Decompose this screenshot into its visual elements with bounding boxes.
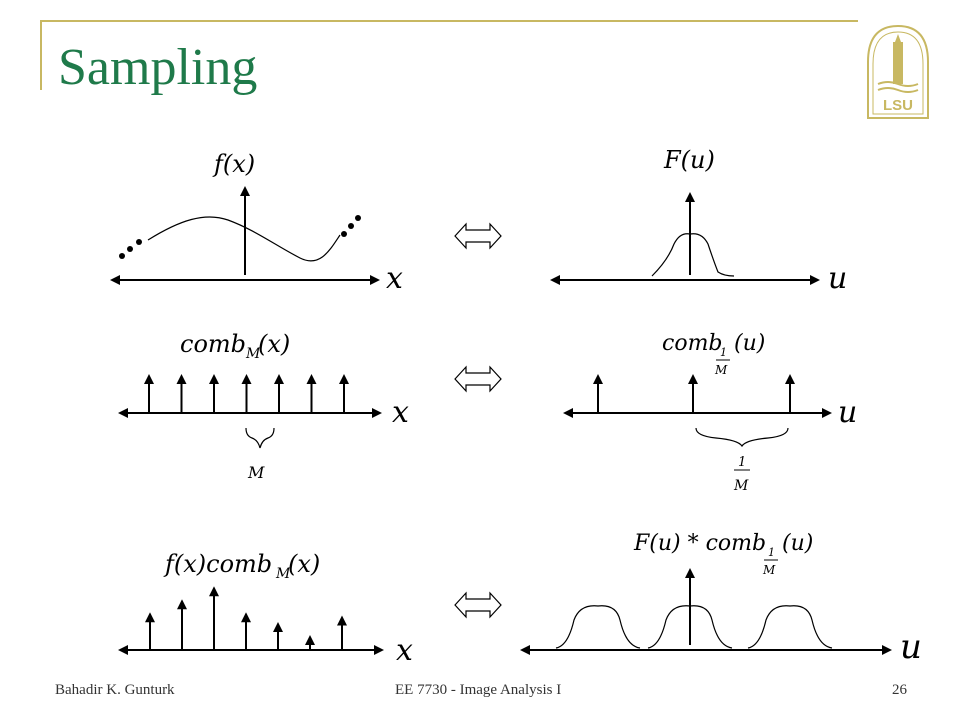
right-dot-1 (341, 231, 347, 237)
row2-left-brace-label: M (247, 463, 265, 482)
row1-right-plot: F(u) u (550, 146, 847, 296)
row1-left-plot: f(x) x (110, 150, 403, 296)
row2-right-axis-label: u (838, 395, 857, 430)
right-dot-3 (355, 215, 361, 221)
row2-right-sub-den: M (714, 363, 728, 377)
fourier-pair-arrow-2 (454, 365, 502, 393)
footer-course: EE 7730 - Image Analysis I (395, 682, 562, 698)
row3-right-plot: F(u) * comb 1 M (u) u (520, 531, 922, 667)
spectrum-replica (555, 605, 641, 649)
row3-right-sub-den: M (762, 563, 776, 577)
row3-left-plot: f(x)comb M (x) x (118, 550, 413, 668)
row2-left-axis-label: x (392, 395, 409, 430)
row2-right-label: comb (662, 331, 723, 356)
row2-right-arg: (u) (734, 331, 765, 356)
Fu-curve (651, 233, 735, 277)
row2-left-plot: M comb M (x) x (118, 330, 409, 482)
frame-left-line (40, 20, 42, 90)
right-dot-2 (348, 223, 354, 229)
fourier-pair-arrow-1 (454, 222, 502, 250)
row3-left-axis-label: x (396, 633, 413, 668)
row2-left-brace (245, 427, 275, 449)
row3-right-arg: (u) (782, 531, 813, 556)
left-dot-2 (127, 246, 133, 252)
row2-left-subscript: M (245, 346, 261, 362)
row2-right-sub-num: 1 (720, 346, 727, 359)
row3-left-subscript: M (275, 566, 291, 582)
slide-title: Sampling (58, 39, 258, 96)
row2-right-brace (695, 427, 789, 448)
footer-page-number: 26 (892, 682, 907, 698)
row1-left-label: f(x) (212, 150, 255, 178)
spectrum-replica (647, 605, 733, 649)
left-dot-1 (119, 253, 125, 259)
spectrum-replica (747, 605, 833, 649)
row3-right-label: F(u) * comb (633, 531, 766, 556)
logo-text: LSU (883, 97, 913, 114)
row3-right-sub-num: 1 (768, 546, 775, 559)
row2-left-arg: (x) (258, 330, 290, 358)
row3-left-arg: (x) (288, 550, 320, 578)
row3-left-label: f(x)comb (163, 550, 272, 578)
fourier-pair-arrow-3 (454, 591, 502, 619)
row2-right-brace-den: M (733, 478, 749, 494)
lsu-logo: LSU (867, 24, 929, 119)
frame-top-line (40, 20, 858, 22)
row2-right-brace-num: 1 (738, 455, 746, 470)
row2-left-label: comb (180, 330, 246, 358)
row2-right-plot: 1 M comb 1 M (u) u (563, 331, 857, 494)
left-dot-3 (136, 239, 142, 245)
row3-right-axis-label: u (900, 627, 922, 667)
row1-right-axis-label: u (828, 261, 847, 296)
row1-right-label: F(u) (663, 146, 715, 174)
row1-left-axis-label: x (386, 261, 403, 296)
fx-curve (147, 216, 341, 262)
footer-author: Bahadir K. Gunturk (55, 682, 175, 698)
